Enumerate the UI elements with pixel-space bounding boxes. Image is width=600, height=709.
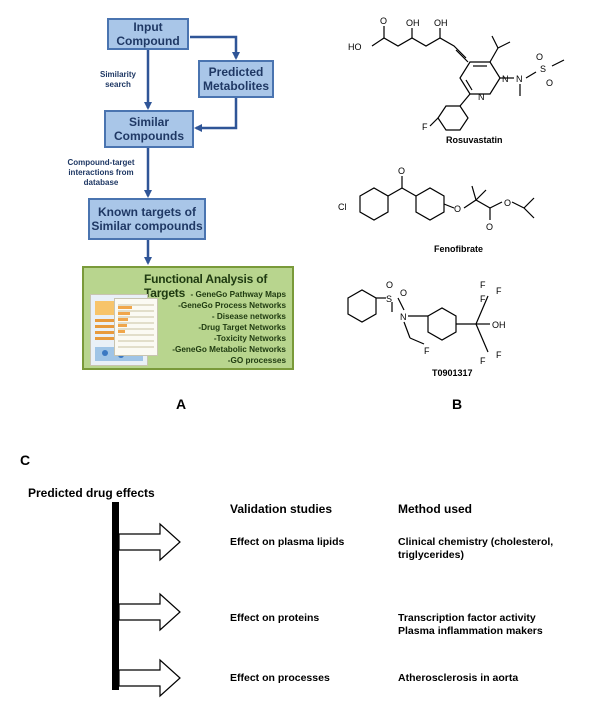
arrow-proteins	[118, 592, 181, 632]
functional-analysis-panel: Functional Analysis of Targets	[82, 266, 294, 370]
atom-f: F	[496, 350, 502, 360]
effect-arrows	[112, 502, 181, 698]
t0901317-structure: S O O N F F F F F F OH	[347, 280, 506, 366]
arrow-plasma-lipids	[118, 522, 181, 562]
known-targets-box: Known targets of Similar compounds	[88, 198, 206, 240]
atom-f: F	[480, 356, 486, 366]
atom-cl: Cl	[338, 202, 347, 212]
atom-o: O	[486, 222, 493, 232]
arrow-processes	[118, 658, 181, 698]
atom-ho: HO	[348, 42, 362, 52]
atom-o: O	[398, 166, 405, 176]
atom-n: N	[516, 74, 523, 84]
functional-analysis-title: Functional Analysis of Targets	[144, 272, 268, 300]
method-used-header: Method used	[398, 502, 472, 516]
atom-o: O	[386, 280, 393, 290]
t0901317-name: T0901317	[432, 368, 473, 378]
func-item: -GO processes	[227, 356, 286, 365]
atom-f: F	[422, 122, 428, 132]
atom-f: F	[496, 286, 502, 296]
method-cell: Atherosclerosis in aorta	[398, 672, 519, 684]
atom-o: O	[546, 78, 553, 88]
atom-f: F	[480, 294, 486, 304]
atom-n: N	[502, 74, 509, 84]
atom-oh: OH	[492, 320, 506, 330]
atom-f: F	[480, 280, 486, 290]
func-item: - GeneGo Pathway Maps	[190, 290, 286, 299]
atom-f: F	[424, 346, 430, 356]
validation-studies-header: Validation studies	[230, 502, 333, 516]
func-item: -GeneGo Process Networks	[178, 301, 286, 310]
atom-o: O	[536, 52, 543, 62]
atom-oh: OH	[434, 18, 448, 28]
similar-compounds-box: Similar Compounds	[104, 110, 194, 148]
method-cell: Transcription factor activity Plasma inf…	[398, 612, 543, 637]
arrow-input-to-predicted	[190, 35, 240, 60]
validation-cell: Effect on processes	[230, 672, 330, 684]
predicted-metabolites-box: Predicted Metabolites	[198, 60, 274, 98]
rosuvastatin-name: Rosuvastatin	[446, 135, 503, 145]
atom-o: O	[504, 198, 511, 208]
table-thumbnail-graphic	[118, 304, 154, 348]
atom-n: N	[478, 92, 485, 102]
input-compound-box: Input Compound	[107, 18, 189, 50]
compound-target-label: Compound-target interactions from databa…	[67, 158, 135, 187]
atom-o: O	[454, 204, 461, 214]
func-item: -Toxicity Networks	[213, 334, 286, 343]
atom-oh: OH	[406, 18, 420, 28]
atom-n: N	[400, 312, 407, 322]
panel-c-label: C	[20, 452, 31, 468]
fenofibrate-structure: O Cl O O O	[338, 166, 535, 232]
fenofibrate-name: Fenofibrate	[434, 244, 484, 254]
validation-cell: Effect on proteins	[230, 612, 320, 624]
atom-s: S	[540, 64, 546, 74]
timeline-bar	[112, 502, 119, 690]
similarity-search-label: Similarity search	[99, 70, 136, 89]
predicted-drug-effects-header: Predicted drug effects	[28, 486, 155, 500]
panel-b-label: B	[452, 396, 463, 412]
atom-o: O	[400, 288, 407, 298]
atom-o: O	[380, 16, 387, 26]
func-item: -GeneGo Metabolic Networks	[172, 345, 286, 354]
method-cell: Clinical chemistry (cholesterol, triglyc…	[398, 536, 554, 561]
atom-s: S	[386, 294, 392, 304]
func-item: -Drug Target Networks	[198, 323, 286, 332]
arrow-predicted-to-similar	[194, 98, 238, 132]
func-item: - Disease networks	[211, 312, 286, 321]
flow-arrows	[144, 35, 240, 265]
rosuvastatin-structure: HO O OH OH F N N N S O O	[348, 16, 565, 132]
table-thumbnail	[114, 298, 158, 356]
validation-cell: Effect on plasma lipids	[230, 536, 345, 548]
panel-a-label: A	[176, 396, 187, 412]
